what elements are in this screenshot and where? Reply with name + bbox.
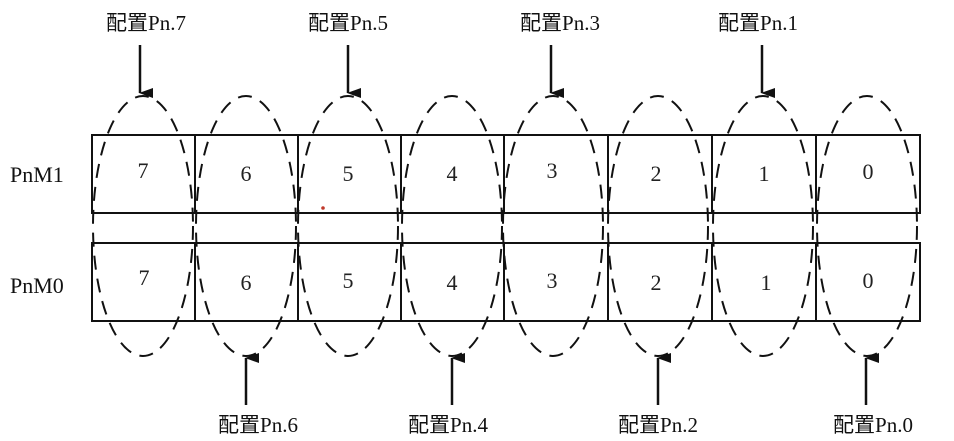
row-label-pnm0: PnM0 [10,273,64,298]
register-row-pnm1 [91,134,921,214]
bottom-arrows [244,353,879,405]
callout-bottom-pn2: 配置Pn.2 [618,413,698,437]
callout-top-pn5: 配置Pn.5 [308,11,388,35]
callout-bottom-pn0: 配置Pn.0 [833,413,913,437]
pnm1-bit-7: 7 [138,158,149,183]
callout-bottom-pn6: 配置Pn.6 [218,413,298,437]
callout-top-pn7: 配置Pn.7 [106,11,186,35]
register-row-pnm0 [91,242,921,322]
callout-top-pn3: 配置Pn.3 [520,11,600,35]
cell-dividers [194,135,817,321]
pnm0-bit-6: 6 [241,270,252,295]
pnm1-bit-0: 0 [863,159,874,184]
pnm1-bit-2: 2 [651,161,662,186]
pnm1-bit-3: 3 [547,158,558,183]
pnm0-bit-1: 1 [761,270,772,295]
callout-bottom-pn4: 配置Pn.4 [408,413,488,437]
pnm1-bit-4: 4 [447,161,458,186]
pnm1-bit-5: 5 [343,161,354,186]
pnm0-bit-3: 3 [547,268,558,293]
top-arrows [138,45,775,98]
pnm0-bit-2: 2 [651,270,662,295]
pnm1-bit-1: 1 [759,161,770,186]
pnm0-bit-0: 0 [863,268,874,293]
row-label-pnm1: PnM1 [10,162,64,187]
pnm0-bit-5: 5 [343,268,354,293]
callout-top-pn1: 配置Pn.1 [718,11,798,35]
pnm0-bit-7: 7 [139,265,150,290]
pnm0-bit-4: 4 [447,270,458,295]
pnm1-bit-6: 6 [241,161,252,186]
stray-dot [321,206,325,210]
